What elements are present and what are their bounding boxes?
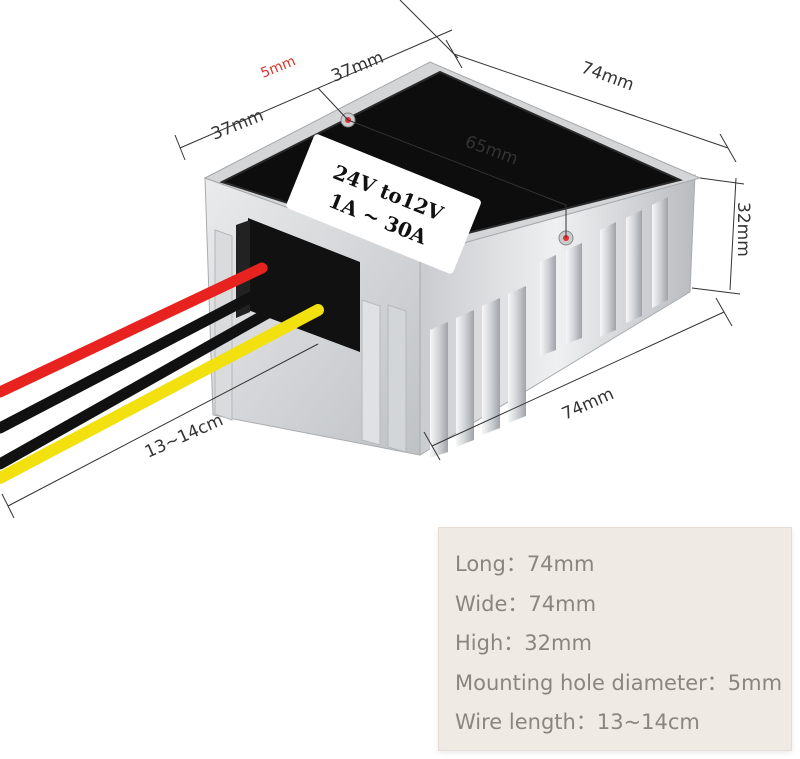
dim-top-half-left: 37mm: [208, 106, 266, 145]
wire-black-1: [0, 276, 286, 434]
spec-wire-length: Wire length：13~14cm: [455, 710, 700, 734]
dimension-lines: [1, 0, 745, 519]
spec-long: Long：74mm: [455, 552, 595, 576]
dim-wire-length: 13~14cm: [142, 410, 226, 462]
wire-black-2: [0, 290, 304, 470]
spec-mounting-hole: Mounting hole diameter：5mm: [455, 671, 783, 695]
dim-length: 74mm: [559, 384, 617, 425]
dim-top-width: 74mm: [578, 58, 636, 96]
product-label: 24V to12V 1A ~ 30A: [286, 134, 481, 274]
dim-height: 32mm: [733, 202, 753, 257]
wire-red: [0, 262, 268, 398]
wire-yellow: [0, 304, 324, 484]
spec-wide: Wide：74mm: [455, 592, 597, 616]
heatsink-fins: [430, 197, 668, 458]
heatsink-left-fins: [214, 229, 407, 453]
dim-top-half-right: 37mm: [328, 48, 386, 87]
spec-high: High：32mm: [455, 631, 592, 655]
spec-card: Long：74mm Wide：74mm High：32mm Mounting h…: [438, 527, 792, 751]
dim-hole-diameter: 5mm: [259, 53, 299, 81]
